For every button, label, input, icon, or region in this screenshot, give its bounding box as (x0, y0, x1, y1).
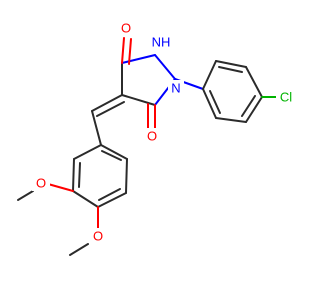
bond-a6-a1-inner (101, 150, 122, 161)
bond-c4-ch-a (91, 94, 123, 112)
atom-cl: Cl (280, 90, 292, 105)
atom-n1: N (171, 81, 180, 96)
bond-a3-o-meta (47, 183, 74, 192)
bond-a4-a5-inner (98, 188, 121, 201)
bond-c3-o-top-b (128, 38, 132, 65)
atom-o-top: O (121, 21, 131, 36)
pyrazolidinedione-ring (121, 37, 176, 129)
bond-b5-b6 (215, 117, 247, 123)
bond-b4-b5-inner (241, 95, 256, 117)
atom-labels: O NH N O Cl O O (32, 20, 298, 244)
bond-c4-ch-b (96, 101, 125, 117)
chlorophenyl-ring (174, 60, 277, 123)
bond-a3-a4 (72, 190, 99, 208)
bond-b1-b2 (202, 60, 217, 90)
bond-b3-b4 (245, 66, 263, 98)
bond-ch-aryl (91, 110, 102, 146)
bond-b2-b3 (215, 60, 247, 68)
chemical-structure-diagram: O NH N O Cl O O (17, 20, 298, 256)
bond-n2-c3 (121, 54, 156, 64)
bond-b4-b5 (245, 96, 263, 123)
bond-c4-c5 (121, 94, 156, 106)
bond-a2-a3 (72, 158, 75, 192)
bond-a2-a3-inner (78, 162, 81, 188)
bond-o-meta-ch3 (17, 190, 34, 201)
bond-a5-a6 (125, 158, 128, 194)
atom-o-meta: O (36, 176, 46, 191)
bond-a6-a1 (100, 144, 128, 160)
bond-b2-b3-inner (218, 66, 243, 73)
bond-a1-a2 (73, 144, 102, 160)
bond-o-para-ch3 (69, 243, 89, 256)
bond-b6-b1 (202, 88, 217, 119)
bond-b6-b1-inner (209, 90, 221, 114)
atom-o-bottom: O (147, 129, 157, 144)
methylidene-linker (91, 94, 125, 146)
dimethoxyphenyl-ring (17, 144, 128, 256)
atom-o-para: O (93, 229, 103, 244)
atom-nh: NH (152, 35, 171, 50)
bond-a4-a5 (97, 192, 127, 208)
bond-n1-n2 (154, 54, 176, 80)
bond-c3-o-top-a (121, 37, 125, 64)
